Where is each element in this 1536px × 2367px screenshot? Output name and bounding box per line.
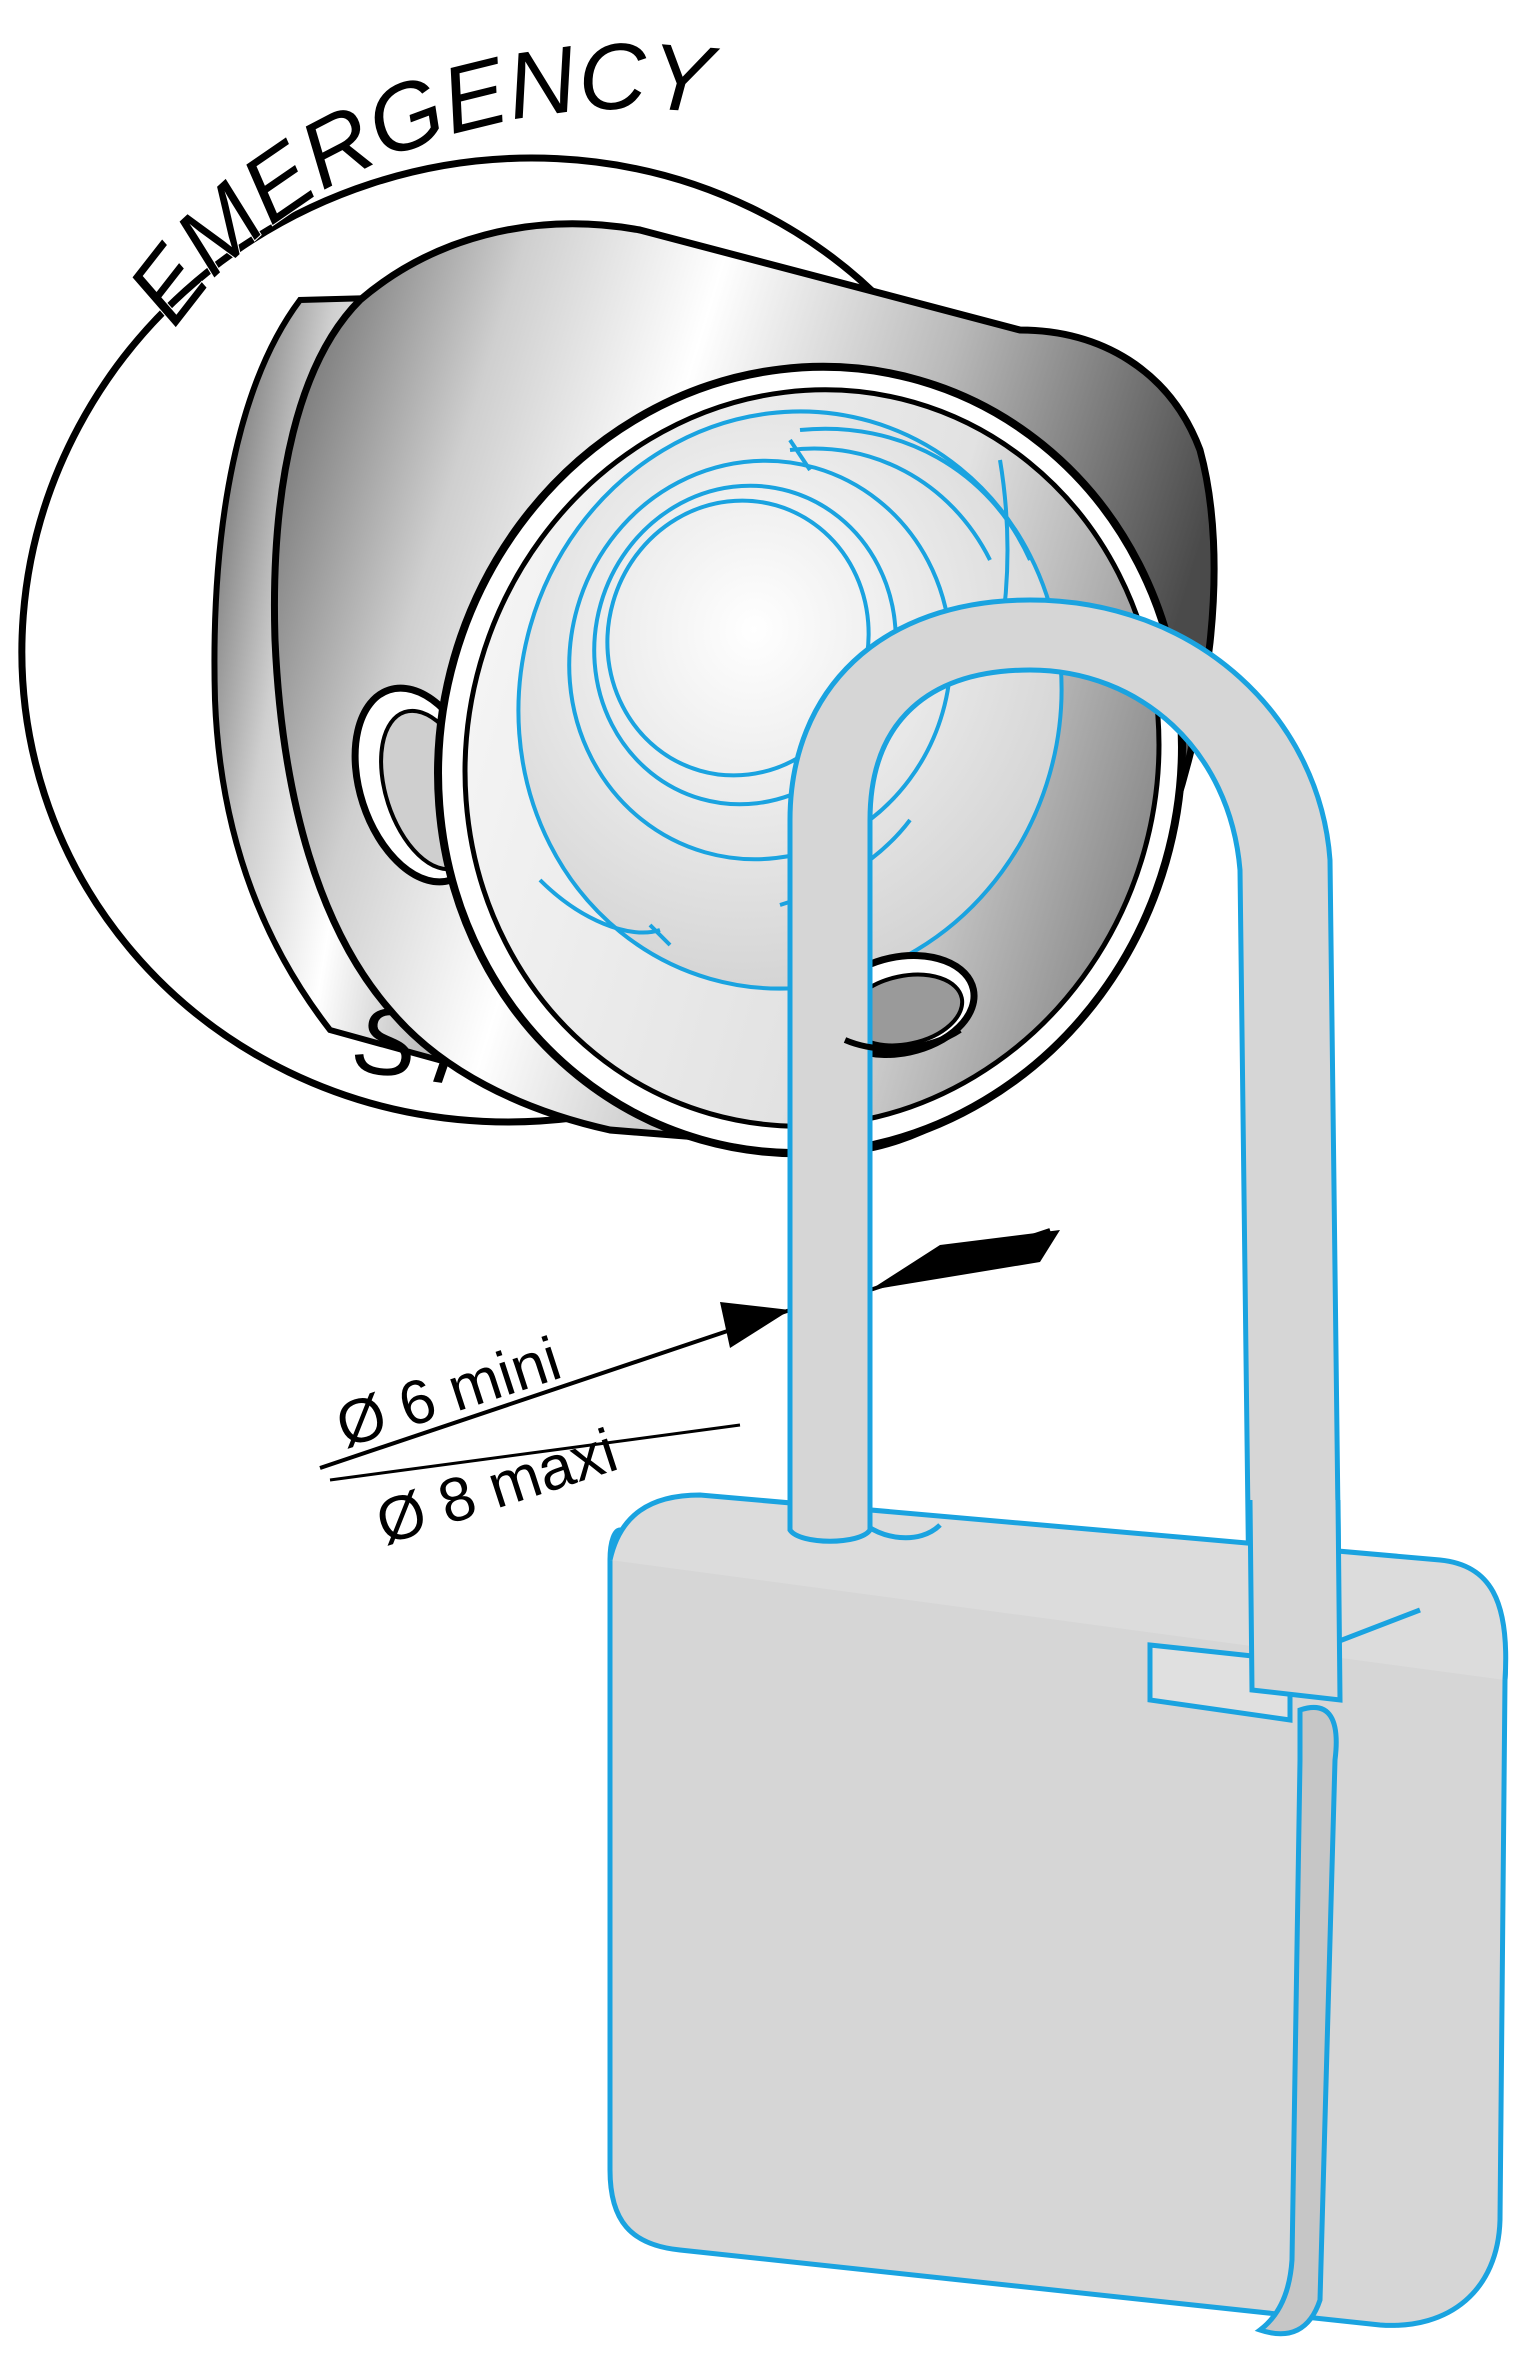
dimension-arrow-right: [870, 1230, 1060, 1290]
padlock-body: [607, 1492, 1509, 2337]
shackle-legs: [787, 1200, 1343, 1703]
dimension-arrow-left: [720, 1302, 790, 1348]
hole-overlap: [843, 1027, 962, 1052]
diameter-dimension: [319, 1228, 1060, 1482]
